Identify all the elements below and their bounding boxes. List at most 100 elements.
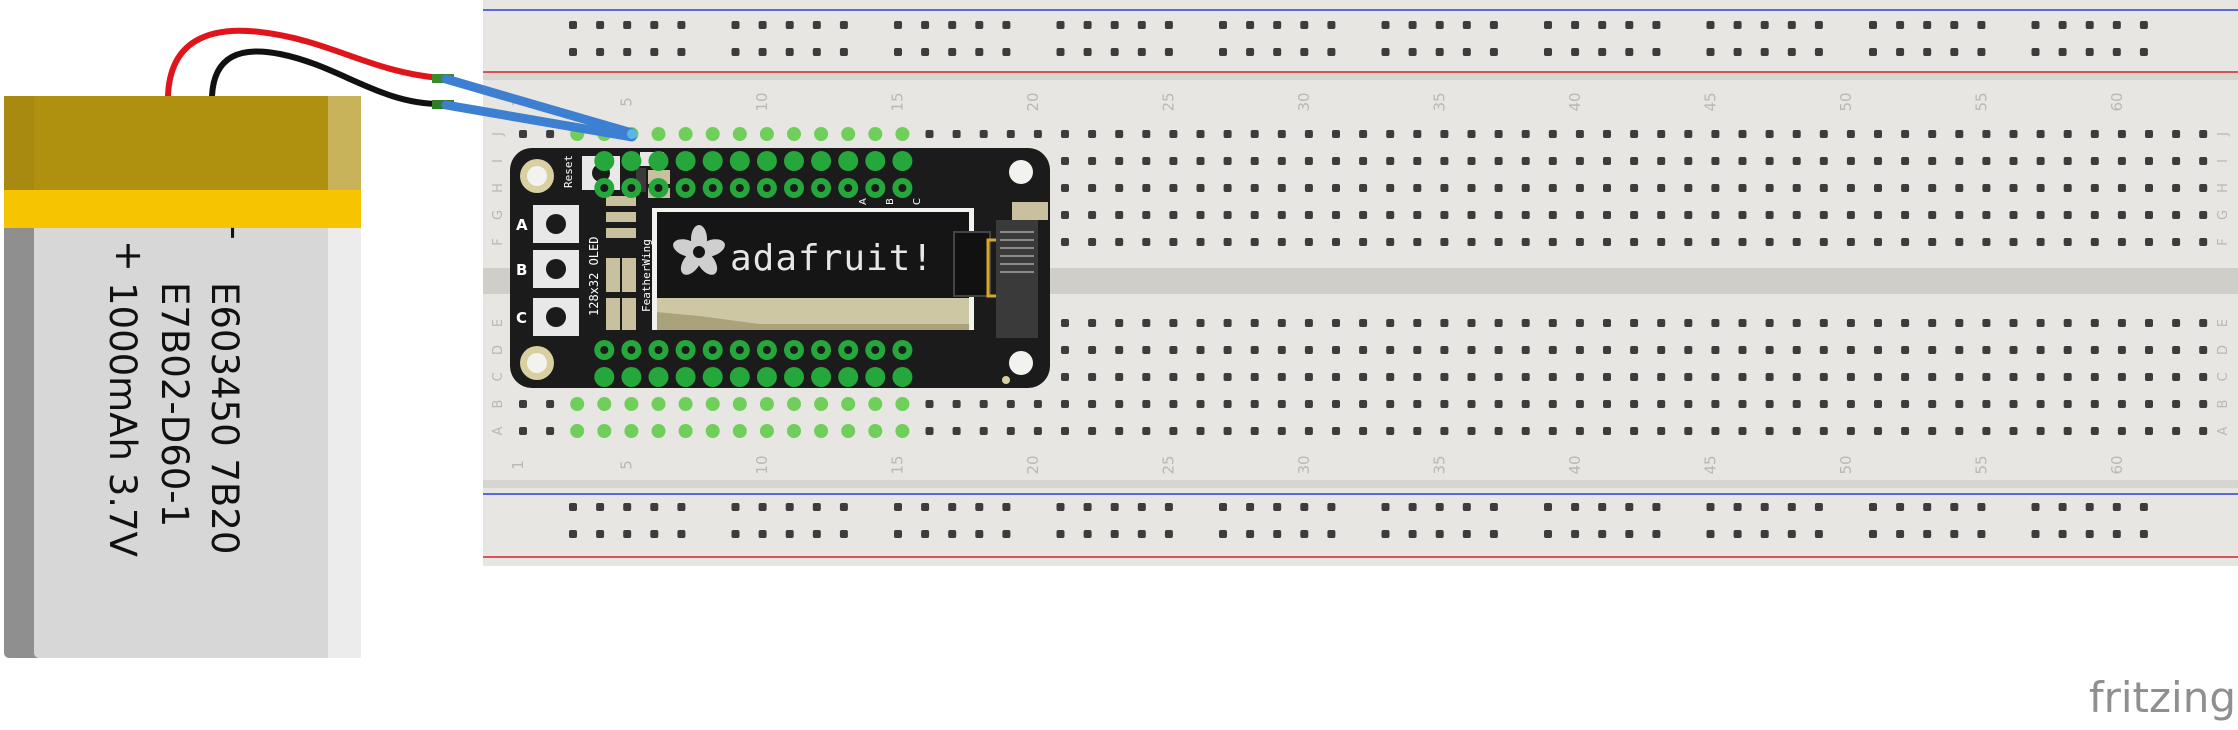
breadboard-hole (1955, 427, 1964, 435)
breadboard-hole (2090, 184, 2099, 192)
breadboard-hole (1711, 427, 1720, 435)
breadboard-hole (1901, 346, 1910, 354)
breadboard-hole (2172, 238, 2181, 246)
breadboard-hole (1115, 400, 1124, 408)
breadboard-hole (1684, 157, 1693, 165)
breadboard-hole (1088, 319, 1097, 327)
breadboard-hole (1304, 319, 1313, 327)
breadboard-hole (1196, 130, 1205, 138)
breadboard-hole (2090, 400, 2099, 408)
rail-hole (1625, 503, 1634, 511)
breadboard-hole (2063, 130, 2072, 138)
breadboard-hole (1603, 238, 1611, 246)
row-label: H (2216, 183, 2231, 193)
header-pad (784, 367, 804, 387)
breadboard-hole (1548, 211, 1557, 219)
connected-hole (895, 397, 910, 411)
breadboard-hole (1846, 211, 1855, 219)
breadboard-hole (1955, 157, 1964, 165)
breadboard-hole (1711, 184, 1720, 192)
breadboard-hole (1332, 157, 1340, 165)
breadboard-hole (1250, 211, 1259, 219)
breadboard-hole (1223, 157, 1232, 165)
column-label: 35 (1430, 455, 1448, 474)
breadboard-hole (2172, 157, 2181, 165)
breadboard-hole (1575, 184, 1584, 192)
button-b-cap[interactable] (546, 259, 566, 279)
row-label: F (491, 238, 506, 245)
column-label: 30 (1295, 92, 1313, 111)
breadboard-hole (1738, 319, 1747, 327)
button-a-cap[interactable] (546, 214, 566, 234)
breadboard-hole (1901, 157, 1910, 165)
breadboard-hole (2063, 400, 2072, 408)
rail-hole (1706, 503, 1715, 511)
breadboard-hole (2009, 400, 2018, 408)
battery-label-line-1: E603450 7B20 (203, 282, 246, 554)
rail-hole (1652, 48, 1661, 56)
header-pad-hole (762, 184, 771, 192)
header-pad (838, 367, 859, 387)
breadboard-hole (1115, 184, 1124, 192)
rail-hole (1787, 48, 1796, 56)
button-c[interactable] (533, 298, 579, 336)
breadboard-hole (1115, 157, 1124, 165)
rail-hole (623, 503, 632, 511)
breadboard-hole (979, 427, 988, 435)
rail-hole (1002, 21, 1011, 29)
breadboard-hole (2036, 130, 2045, 138)
rail-hole (1760, 48, 1769, 56)
oled-flex (657, 312, 969, 330)
breadboard-hole (1630, 238, 1639, 246)
breadboard-hole (2199, 427, 2208, 435)
breadboard-hole (2063, 319, 2072, 327)
column-labels: 1155101015152020252530303535404045455050… (509, 92, 2126, 474)
rail-separator-top (483, 72, 2238, 80)
rail-hole (1706, 21, 1715, 29)
rail-hole (1219, 48, 1227, 56)
connected-hole (787, 424, 801, 438)
rail-hole (1977, 48, 1986, 56)
rail-hole (1733, 530, 1742, 538)
rail-hole (1923, 48, 1932, 56)
button-c-cap[interactable] (546, 307, 566, 327)
header-pad-hole (708, 346, 717, 354)
breadboard-hole (1061, 184, 1069, 192)
breadboard-hole (1223, 319, 1232, 327)
rail-hole (1544, 503, 1552, 511)
breadboard-hole (1494, 373, 1503, 381)
rail-hole (758, 48, 767, 56)
breadboard-hole (1277, 184, 1286, 192)
row-label: C (491, 372, 506, 381)
breadboard-hole (1386, 130, 1395, 138)
rail-hole (1164, 21, 1173, 29)
breadboard-hole (2009, 238, 2018, 246)
breadboard-hole (1061, 157, 1069, 165)
button-a[interactable] (533, 205, 579, 243)
rail-hole (975, 503, 984, 511)
button-b[interactable] (533, 250, 579, 288)
rail-hole (1652, 21, 1661, 29)
rail-hole (1489, 503, 1498, 511)
breadboard-hole (1115, 346, 1124, 354)
breadboard-hole (1575, 130, 1584, 138)
battery-body (34, 96, 361, 658)
rail-hole (1652, 530, 1661, 538)
breadboard-hole (1169, 427, 1178, 435)
flower-center (693, 246, 705, 258)
breadboard-hole (1413, 238, 1422, 246)
breadboard-hole (1657, 346, 1666, 354)
breadboard-hole (1006, 400, 1015, 408)
breadboard-hole (1711, 373, 1720, 381)
rail-hole (948, 48, 957, 56)
breadboard-hole (1196, 238, 1205, 246)
rail-hole (1923, 530, 1932, 538)
column-label: 40 (1566, 455, 1584, 474)
rail-hole (2031, 503, 2040, 511)
breadboard-hole (1467, 130, 1476, 138)
breadboard-hole (1603, 130, 1611, 138)
breadboard-hole (1440, 211, 1449, 219)
connected-hole (678, 397, 693, 411)
breadboard-hole (1738, 130, 1747, 138)
breadboard-hole (2036, 238, 2045, 246)
